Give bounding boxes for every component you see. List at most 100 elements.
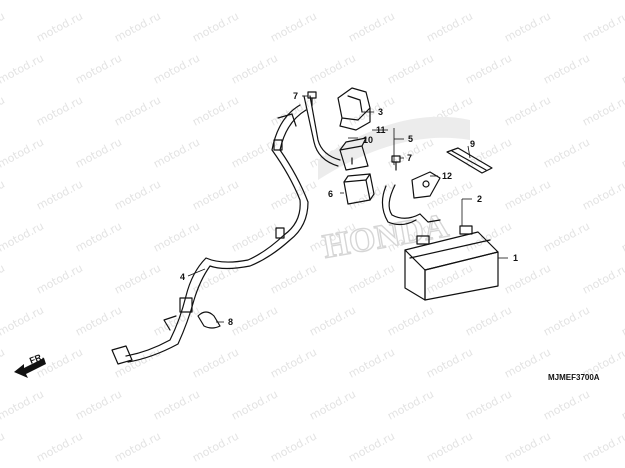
watermark-text: motod.ru (463, 387, 514, 422)
watermark-text: motod.ru (190, 261, 241, 296)
watermark-text: motod.ru (229, 219, 280, 254)
callout-1: 1 (513, 253, 518, 263)
watermark-text: motod.ru (0, 135, 46, 170)
watermark-text: motod.ru (0, 219, 46, 254)
watermark-text: motod.ru (385, 303, 436, 338)
honda-watermark-text: HONDA (320, 207, 451, 265)
starter-relay (343, 173, 375, 205)
watermark-text: motod.ru (424, 9, 475, 44)
watermark-text: motod.ru (0, 9, 7, 44)
callout-6: 6 (328, 189, 333, 199)
watermark-text: motod.ru (307, 51, 358, 86)
front-direction-indicator: FR. (14, 351, 46, 378)
watermark-text: motod.ru (190, 177, 241, 212)
watermark-text: motod.ru (346, 9, 397, 44)
watermark-text: motod.ru (229, 303, 280, 338)
watermark-text: motod.ru (502, 345, 553, 380)
watermark-text: motod.ru (619, 387, 625, 422)
watermark-text: motod.ru (73, 135, 124, 170)
watermark-text: motod.ru (229, 0, 280, 3)
watermark-text: motod.ru (151, 135, 202, 170)
watermark-text: motod.ru (0, 51, 46, 86)
terminal-cover (337, 87, 371, 131)
watermark-text: motod.ru (268, 9, 319, 44)
harness-clip (197, 311, 221, 329)
watermark-text: motod.ru (346, 345, 397, 380)
watermark-text: motod.ru (151, 387, 202, 422)
callout-2: 2 (477, 194, 482, 204)
watermark-text: motod.ru (73, 219, 124, 254)
watermark-text: motod.ru (580, 177, 625, 212)
watermark-text: motod.ru (112, 9, 163, 44)
watermark-text: motod.ru (0, 345, 7, 380)
watermark-text: motod.ru (73, 0, 124, 3)
watermark-text: motod.ru (619, 219, 625, 254)
bracket-12 (411, 171, 441, 199)
watermark-text: motod.ru (34, 429, 85, 464)
watermark-text: motod.ru (424, 177, 475, 212)
callout-12: 12 (442, 171, 452, 181)
watermark-text: motod.ru (0, 0, 46, 3)
watermark-text: motod.ru (151, 219, 202, 254)
watermark-text: motod.ru (307, 0, 358, 3)
watermark-text: motod.ru (619, 51, 625, 86)
callout-8: 8 (228, 317, 233, 327)
watermark-text: motod.ru (190, 345, 241, 380)
watermark-text: motod.ru (541, 387, 592, 422)
watermark-text: motod.ru (541, 51, 592, 86)
watermark-text: motod.ru (229, 51, 280, 86)
watermark-text: motod.ru (307, 387, 358, 422)
watermark-text: motod.ru (0, 303, 46, 338)
watermark-text: motod.ru (229, 135, 280, 170)
watermark-text: motod.ru (151, 303, 202, 338)
watermark-text: motod.ru (346, 261, 397, 296)
watermark-text: motod.ru (541, 219, 592, 254)
watermark-text: motod.ru (151, 51, 202, 86)
watermark-text: motod.ru (0, 261, 7, 296)
watermark-text: motod.ru (463, 303, 514, 338)
callout-3: 3 (378, 107, 383, 117)
watermark-text: motod.ru (502, 429, 553, 464)
watermark-text: motod.ru (73, 51, 124, 86)
watermark-text: motod.ru (112, 93, 163, 128)
watermark-text: motod.ru (541, 135, 592, 170)
relay-holder (339, 137, 369, 171)
battery-cable-positive (381, 184, 441, 226)
watermark-text: motod.ru (268, 429, 319, 464)
watermark-text: motod.ru (346, 93, 397, 128)
watermark-text: motod.ru (0, 387, 46, 422)
watermark-text: motod.ru (502, 261, 553, 296)
watermark-text: motod.ru (112, 261, 163, 296)
watermark-text: motod.ru (385, 51, 436, 86)
watermark-text: motod.ru (580, 93, 625, 128)
watermark-text: motod.ru (73, 387, 124, 422)
watermark-text: motod.ru (112, 177, 163, 212)
watermark-text: motod.ru (268, 177, 319, 212)
bolt-7-lower (391, 155, 401, 171)
watermark-text: motod.ru (73, 303, 124, 338)
watermark-text: motod.ru (424, 345, 475, 380)
watermark-text: motod.ru (307, 303, 358, 338)
watermark-text: motod.ru (619, 0, 625, 3)
watermark-text: motod.ru (190, 9, 241, 44)
main-wire-harness (111, 95, 341, 365)
watermark-text: motod.ru (385, 387, 436, 422)
watermark-text: motod.ru (580, 429, 625, 464)
watermark-text: motod.ru (151, 0, 202, 3)
callout-9: 9 (470, 139, 475, 149)
watermark-text: motod.ru (268, 345, 319, 380)
watermark-text: motod.ru (190, 429, 241, 464)
callout-10: 10 (363, 135, 373, 145)
watermark-text: motod.ru (502, 9, 553, 44)
watermark-text: motod.ru (229, 387, 280, 422)
watermark-text: motod.ru (34, 177, 85, 212)
watermark-text: motod.ru (268, 261, 319, 296)
watermark-text: motod.ru (463, 0, 514, 3)
watermark-text: motod.ru (502, 93, 553, 128)
diagram-code: MJMEF3700A (548, 373, 600, 382)
watermark-text: motod.ru (0, 429, 7, 464)
watermark-text: motod.ru (385, 0, 436, 3)
